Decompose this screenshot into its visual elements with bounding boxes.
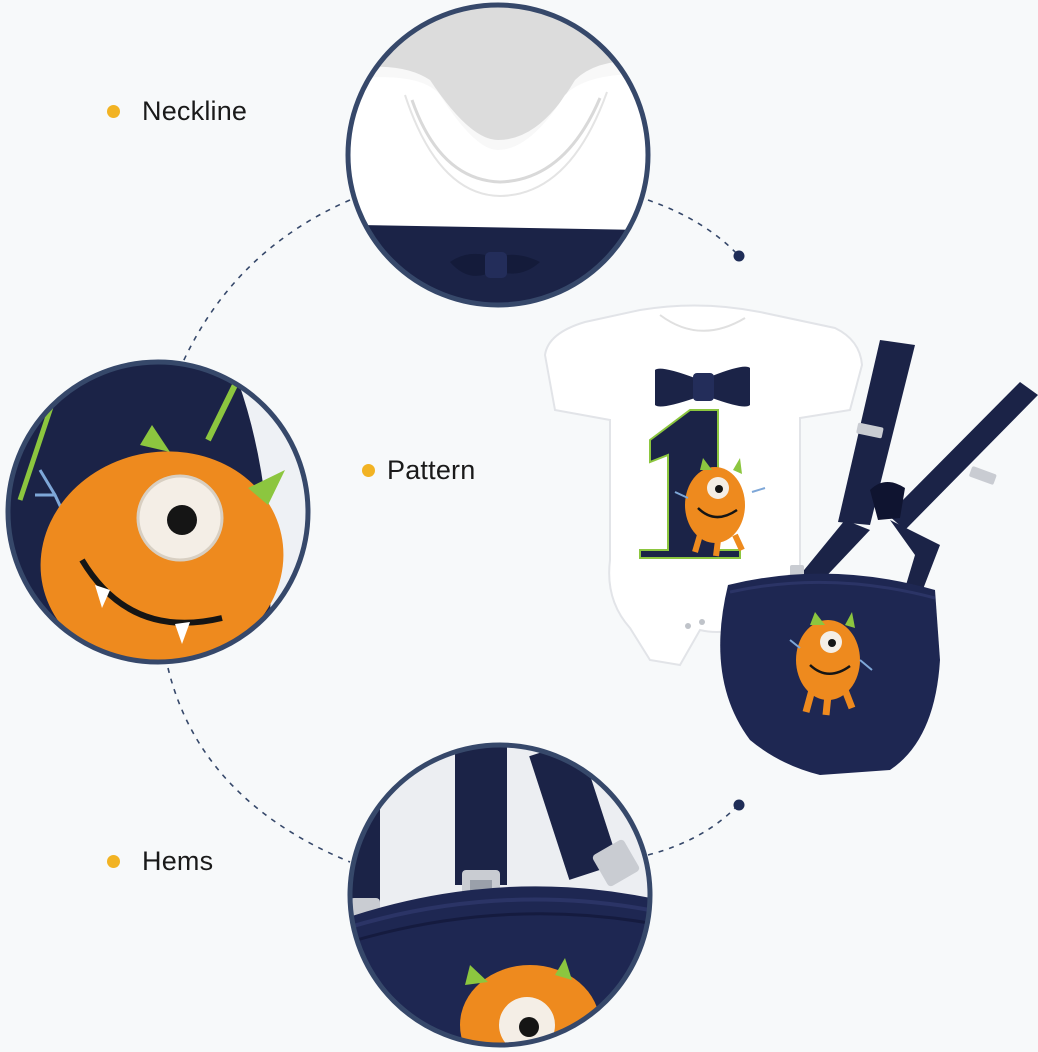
feature-label-hems: Hems [107, 846, 213, 877]
feature-label-neckline: Neckline [107, 96, 247, 127]
feature-label-pattern: Pattern [362, 455, 475, 486]
feature-label-text: Pattern [387, 455, 476, 485]
bullet-dot-icon [107, 105, 120, 118]
connector-dot-icon [733, 250, 745, 262]
main-product-photo [543, 304, 1038, 775]
hems-detail-photo [347, 742, 653, 1048]
pattern-detail-photo [5, 359, 311, 665]
neckline-detail-photo [345, 2, 651, 308]
bullet-dot-icon [107, 855, 120, 868]
dashed-connector-arcs [167, 199, 739, 863]
feature-label-text: Neckline [142, 96, 248, 126]
feature-label-text: Hems [142, 846, 214, 876]
connector-dot-icon [733, 799, 745, 811]
bullet-dot-icon [362, 464, 375, 477]
